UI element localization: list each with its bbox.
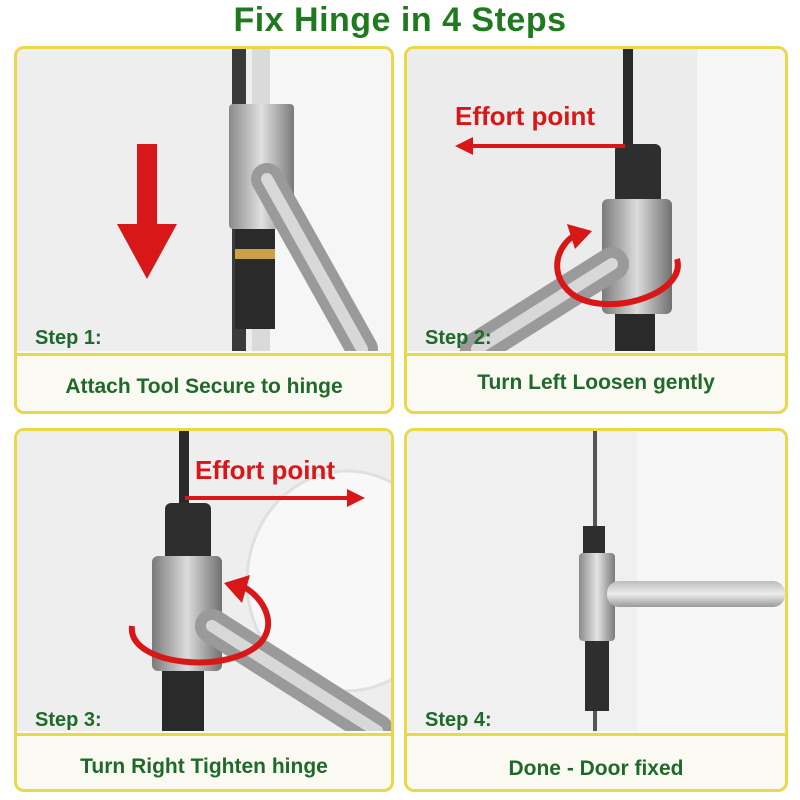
left-arrow-icon bbox=[455, 137, 625, 155]
step-2-divider bbox=[407, 353, 785, 356]
step-2-label: Step 2: bbox=[425, 327, 492, 349]
step-3-effort-point-label: Effort point bbox=[195, 455, 336, 485]
step-3-caption: Turn Right Tighten hinge bbox=[80, 755, 328, 778]
step-3-label: Step 3: bbox=[35, 709, 102, 731]
step-1-panel: Step 1: Attach Tool Secure to hinge bbox=[14, 46, 394, 414]
step-1-divider bbox=[17, 353, 391, 356]
step-4-label: Step 4: bbox=[425, 709, 492, 731]
step-3-photo bbox=[17, 431, 391, 731]
rotate-counterclockwise-icon bbox=[554, 224, 681, 308]
rotate-clockwise-icon bbox=[128, 575, 271, 666]
step-1-caption: Attach Tool Secure to hinge bbox=[65, 375, 343, 398]
step-1-photo bbox=[17, 49, 391, 351]
down-arrow-icon bbox=[117, 144, 177, 279]
step-3-panel: Effort point Step 3: Turn Right Tighten … bbox=[14, 428, 394, 792]
step-2-effort-point-label: Effort point bbox=[455, 101, 596, 131]
right-arrow-icon bbox=[185, 489, 365, 507]
step-1-label: Step 1: bbox=[35, 327, 102, 349]
step-3-divider bbox=[17, 733, 391, 736]
page-title: Fix Hinge in 4 Steps bbox=[233, 1, 567, 39]
step-2-caption: Turn Left Loosen gently bbox=[477, 371, 715, 394]
step-2-panel: Effort point Step 2: Turn Left Loosen ge… bbox=[404, 46, 788, 414]
step-4-photo bbox=[407, 431, 785, 731]
step-4-panel: Step 4: Done - Door fixed bbox=[404, 428, 788, 792]
step-4-divider bbox=[407, 733, 785, 736]
step-4-caption: Done - Door fixed bbox=[508, 757, 684, 780]
